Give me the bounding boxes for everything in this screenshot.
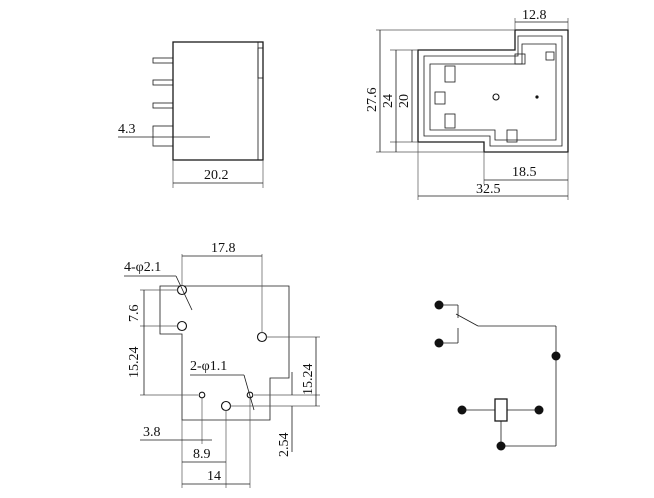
side-pin-1 [152, 57, 174, 64]
side-view: 4.3 20.2 [118, 41, 264, 188]
dim-label-4-3: 4.3 [118, 122, 136, 137]
footprint-outline [159, 285, 290, 421]
dim-label-32-5: 32.5 [476, 182, 501, 197]
footprint-hole-big-4 [220, 400, 232, 412]
coil-symbol [494, 398, 508, 422]
dim-label-15-24-right: 15.24 [301, 364, 316, 396]
top-center-hole [492, 93, 500, 101]
dim-label-2-54: 2.54 [277, 433, 292, 458]
top-view: 12.8 27.6 24 20 18.5 32.5 [365, 8, 569, 200]
top-slot-6 [545, 51, 555, 61]
top-slot-1 [444, 65, 456, 83]
top-slot-5 [514, 53, 526, 65]
label-big-holes: 4-φ2.1 [124, 260, 161, 275]
dim-label-20-2: 20.2 [204, 168, 229, 183]
dim-label-24: 24 [381, 94, 396, 108]
side-latch [257, 47, 264, 79]
top-slot-3 [444, 113, 456, 129]
top-slot-4 [506, 129, 518, 143]
switch-arm [455, 313, 479, 327]
side-pin-2 [152, 79, 174, 86]
top-dot [535, 95, 539, 99]
dim-label-20: 20 [397, 94, 412, 108]
footprint-view: 4-φ2.1 17.8 7.6 15.24 2-φ1.1 15.24 2.54 [124, 241, 320, 488]
dim-label-12-8: 12.8 [522, 8, 547, 23]
top-slot-2 [434, 91, 446, 105]
footprint-hole-big-3 [256, 331, 268, 343]
dim-label-18-5: 18.5 [512, 165, 537, 180]
footprint-hole-big-1 [176, 284, 188, 296]
dim-label-14: 14 [207, 469, 221, 484]
dim-label-27-6: 27.6 [365, 88, 380, 113]
terminal-common [551, 351, 561, 361]
dim-label-17-8: 17.8 [211, 241, 236, 256]
terminal-coil-bottom [496, 441, 506, 451]
leader-small-holes [243, 374, 255, 411]
side-pin-3 [152, 102, 174, 109]
side-pin-4 [152, 125, 174, 147]
top-inner-outline [423, 35, 563, 147]
leader-big-holes [175, 275, 193, 311]
footprint-hole-big-2 [176, 320, 188, 332]
top-outline [417, 29, 569, 153]
dim-label-7-6: 7.6 [127, 305, 142, 323]
footprint-hole-small-1 [198, 391, 206, 399]
dim-label-15-24-left: 15.24 [127, 347, 142, 379]
side-body-edge [257, 41, 264, 161]
dim-label-8-9: 8.9 [193, 447, 211, 462]
label-small-holes: 2-φ1.1 [190, 359, 227, 374]
top-cavity [429, 43, 557, 141]
relay-schematic [434, 300, 561, 451]
dim-label-3-8: 3.8 [143, 425, 161, 440]
side-body-outline [172, 41, 264, 161]
